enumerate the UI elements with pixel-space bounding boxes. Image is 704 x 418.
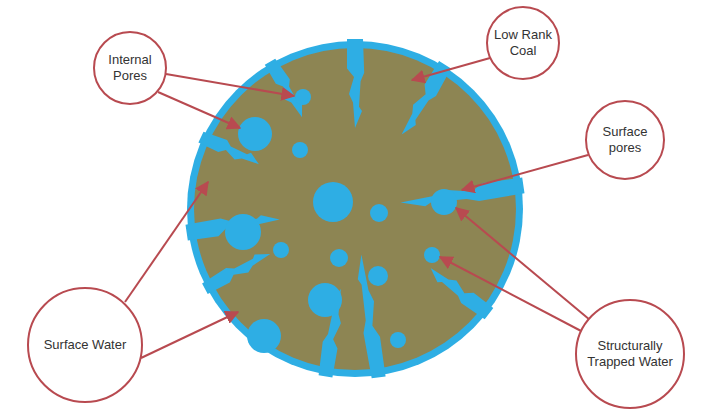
surface-crack: [401, 177, 525, 206]
surface-crack: [347, 39, 364, 128]
callout-circle: Surface Water: [27, 287, 143, 403]
internal-pores: [225, 89, 457, 353]
callout-label: Internal Pores: [101, 52, 159, 83]
surface-pore-cracks: [186, 39, 525, 378]
leader-lines: [125, 58, 590, 358]
surface-crack: [431, 268, 494, 319]
callout-label: Structurally Trapped Water: [587, 338, 673, 369]
surface-crack: [202, 254, 270, 294]
surface-crack: [265, 59, 302, 117]
callout-circle: Structurally Trapped Water: [575, 299, 685, 409]
callout-circle: Low Rank Coal: [486, 6, 560, 80]
callout-label: Surface pores: [594, 124, 656, 155]
callout-circle: Internal Pores: [93, 31, 167, 105]
callout-circle: Surface pores: [585, 100, 665, 180]
callout-label: Surface Water: [44, 337, 127, 353]
callout-label: Low Rank Coal: [494, 27, 552, 58]
